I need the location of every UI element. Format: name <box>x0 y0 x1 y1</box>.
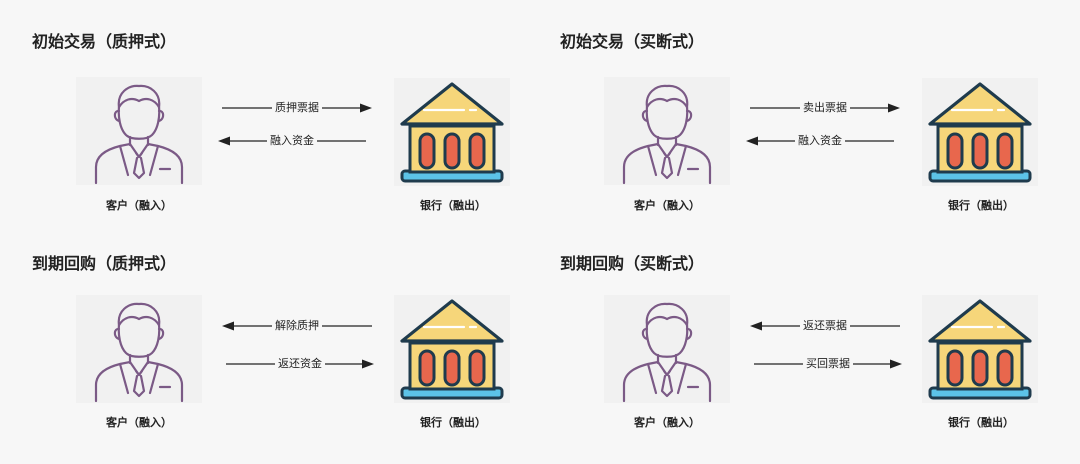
person-icon <box>76 295 202 403</box>
client-figure <box>604 295 730 403</box>
bank-label: 银行（融出） <box>948 199 1014 212</box>
client-figure <box>76 77 202 185</box>
person-icon <box>604 295 730 403</box>
bank-figure <box>922 78 1038 186</box>
bank-figure <box>394 295 510 403</box>
panel-title: 到期回购（买断式） <box>560 254 705 273</box>
diagram-stage: 初始交易（质押式） 质押票据 融入资金 客户（融入） 银行（融出） 初始交易（买… <box>32 32 1060 429</box>
panel-maturity-outright: 到期回购（买断式） 返还票据 买回票据 客户（融入） 银行（融出） <box>560 254 1060 464</box>
bank-icon <box>394 295 510 403</box>
bank-figure <box>922 295 1038 403</box>
arrow-label: 质押票据 <box>272 101 322 115</box>
bank-label: 银行（融出） <box>420 416 486 429</box>
arrow-label: 卖出票据 <box>800 101 850 115</box>
client-label: 客户（融入） <box>634 416 700 429</box>
panel-initial-pledge: 初始交易（质押式） 质押票据 融入资金 客户（融入） 银行（融出） <box>32 32 532 242</box>
panel-title: 初始交易（质押式） <box>32 32 177 51</box>
client-figure <box>76 295 202 403</box>
person-icon <box>76 77 202 185</box>
client-figure <box>604 77 730 185</box>
arrow-label: 买回票据 <box>803 357 853 371</box>
arrow-label: 返还票据 <box>800 319 850 333</box>
arrow-label: 返还资金 <box>275 357 325 371</box>
arrow-left: 解除质押 <box>222 319 372 333</box>
bank-figure <box>394 78 510 186</box>
arrow-label: 融入资金 <box>795 134 845 148</box>
arrow-left: 融入资金 <box>746 134 894 148</box>
bank-icon <box>922 295 1038 403</box>
arrow-left: 融入资金 <box>218 134 366 148</box>
panel-initial-outright: 初始交易（买断式） 卖出票据 融入资金 客户（融入） 银行（融出） <box>560 32 1060 242</box>
arrow-right: 返还资金 <box>226 357 374 371</box>
client-label: 客户（融入） <box>106 199 172 212</box>
client-label: 客户（融入） <box>634 199 700 212</box>
person-icon <box>604 77 730 185</box>
bank-label: 银行（融出） <box>948 416 1014 429</box>
arrow-right: 卖出票据 <box>750 101 900 115</box>
bank-label: 银行（融出） <box>420 199 486 212</box>
client-label: 客户（融入） <box>106 416 172 429</box>
bank-icon <box>394 78 510 186</box>
panel-title: 到期回购（质押式） <box>32 254 177 273</box>
arrow-left: 返还票据 <box>750 319 900 333</box>
arrow-label: 解除质押 <box>272 319 322 333</box>
arrow-right: 买回票据 <box>754 357 902 371</box>
panel-title: 初始交易（买断式） <box>560 32 705 51</box>
panel-maturity-pledge: 到期回购（质押式） 解除质押 返还资金 客户（融入） 银行（融出） <box>32 254 532 464</box>
arrow-right: 质押票据 <box>222 101 372 115</box>
arrow-label: 融入资金 <box>267 134 317 148</box>
bank-icon <box>922 78 1038 186</box>
